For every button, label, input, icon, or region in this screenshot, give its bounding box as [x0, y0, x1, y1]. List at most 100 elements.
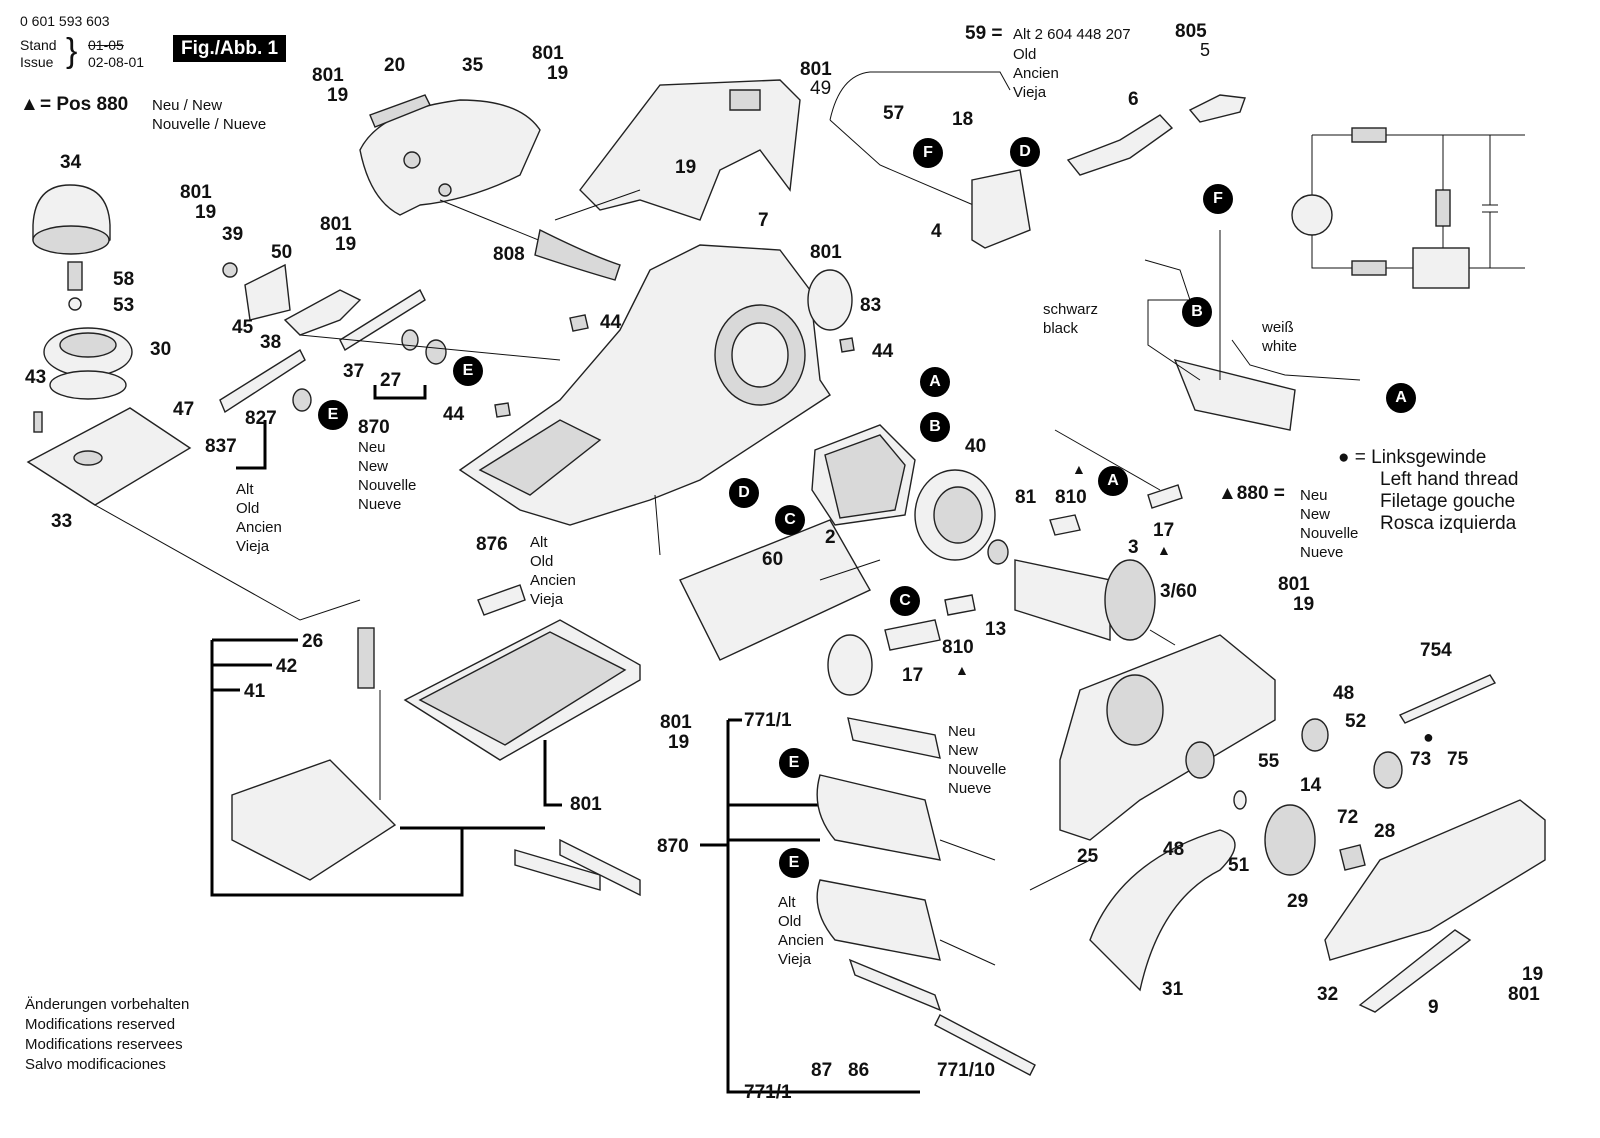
marker-e: E — [453, 356, 483, 386]
part-label: 50 — [271, 242, 293, 263]
part-label: 44 — [443, 404, 465, 425]
part-label: 43 — [25, 367, 47, 388]
marker-a: A — [1098, 466, 1128, 496]
part-label: 38 — [260, 332, 282, 353]
part-label: 31 — [1162, 979, 1184, 1000]
electrical-parts — [829, 71, 1525, 431]
part-label: 837 — [205, 436, 237, 457]
part-label: 2 — [825, 527, 836, 548]
part-label: 41 — [244, 681, 266, 702]
part-label: 48 — [1163, 839, 1185, 860]
part-label: 14 — [1300, 775, 1322, 796]
part-label: 75 — [1447, 749, 1469, 770]
part-label: 34 — [60, 152, 82, 173]
part-label: 801 — [312, 65, 344, 86]
pos880-line2: Nouvelle / Nueve — [152, 116, 267, 133]
part-label: 771/10 — [937, 1060, 996, 1081]
part-label: 37 — [343, 361, 365, 382]
pos880-prefix: = Pos 880 — [40, 94, 129, 115]
part-label: 27 — [380, 370, 402, 391]
part-label: 801 — [1508, 984, 1540, 1005]
grouping-brackets — [210, 385, 1108, 1094]
part-label: 30 — [150, 339, 172, 360]
part-label: 44 — [600, 312, 622, 333]
marker-f: F — [1203, 184, 1233, 214]
marker-e: E — [779, 848, 809, 878]
triangle-marker: ▲ — [1157, 542, 1171, 558]
part-label: 827 — [245, 408, 277, 429]
item59-value: Alt 2 604 448 207 — [1013, 26, 1131, 43]
marker-c: C — [775, 505, 805, 535]
part-label: 19 — [1522, 964, 1544, 985]
stand-date: 01-05 — [88, 37, 124, 53]
part-label: 57 — [883, 103, 905, 124]
part-label: 801 — [570, 794, 602, 815]
part-label: 83 — [860, 295, 882, 316]
part-label: 3/60 — [1160, 581, 1197, 602]
part-label: 801 — [320, 214, 352, 235]
part-label: 49 — [810, 78, 832, 99]
cutter-drum-assembly — [816, 717, 1036, 1076]
part-label: 19 — [195, 202, 217, 223]
handle-cover — [359, 94, 601, 266]
issue-label: Issue — [20, 54, 54, 70]
part-label: 25 — [1077, 846, 1099, 867]
figure-label: Fig./Abb. 1 — [173, 35, 287, 62]
part-label: 20 — [384, 55, 406, 76]
depth-knob-assembly — [26, 184, 361, 621]
part-label: 771/1 — [744, 710, 792, 731]
part-label: 805 — [1175, 21, 1207, 42]
marker-d: D — [1010, 137, 1040, 167]
part-label: 29 — [1287, 891, 1309, 912]
part-label: 53 — [113, 295, 135, 316]
part-label: 6 — [1128, 89, 1139, 110]
part-label: 44 — [872, 341, 894, 362]
part-label: 17 — [1153, 520, 1175, 541]
brace-glyph: } — [66, 32, 78, 70]
part-label: 35 — [462, 55, 484, 76]
part-label: 81 — [1015, 487, 1037, 508]
part-label: 801 — [800, 59, 832, 80]
part-label: 32 — [1317, 984, 1339, 1005]
part-label: 87 — [811, 1060, 833, 1081]
part-label: 4 — [931, 221, 942, 242]
part-label: 51 — [1228, 855, 1250, 876]
part-label: 801 — [532, 43, 564, 64]
part-label: 26 — [302, 631, 324, 652]
part-label: 19 — [335, 234, 357, 255]
part-label: 42 — [276, 656, 298, 677]
part-label: 5 — [1200, 40, 1211, 60]
part-label: 19 — [675, 157, 697, 178]
part-label: 72 — [1337, 807, 1359, 828]
part-label: 754 — [1420, 640, 1452, 661]
part-label: 13 — [985, 619, 1007, 640]
part-number: 0 601 593 603 — [20, 13, 110, 29]
legend-left-hand-thread: ● = Linksgewinde Left hand thread Fileta… — [1338, 447, 1519, 534]
part-label: 19 — [1293, 594, 1315, 615]
part-label: 39 — [222, 224, 244, 245]
part-label: 876 — [476, 534, 508, 555]
part-label: 17 — [902, 665, 924, 686]
marker-a: A — [1386, 383, 1416, 413]
part-label: 48 — [1333, 683, 1355, 704]
part-label: 3 — [1128, 537, 1139, 558]
pos880-symbol: ▲ — [20, 94, 39, 115]
part-label: 801 — [1278, 574, 1310, 595]
part-label: 801 — [180, 182, 212, 203]
marker-c: C — [890, 586, 920, 616]
part-label: 86 — [848, 1060, 870, 1081]
part-label: 808 — [493, 244, 525, 265]
pos880-line1: Neu / New — [152, 97, 223, 114]
item59-label: 59 = — [965, 23, 1003, 44]
marker-d: D — [729, 478, 759, 508]
legend-880-label: ▲880 = — [1218, 483, 1285, 504]
part-label: 47 — [173, 399, 195, 420]
